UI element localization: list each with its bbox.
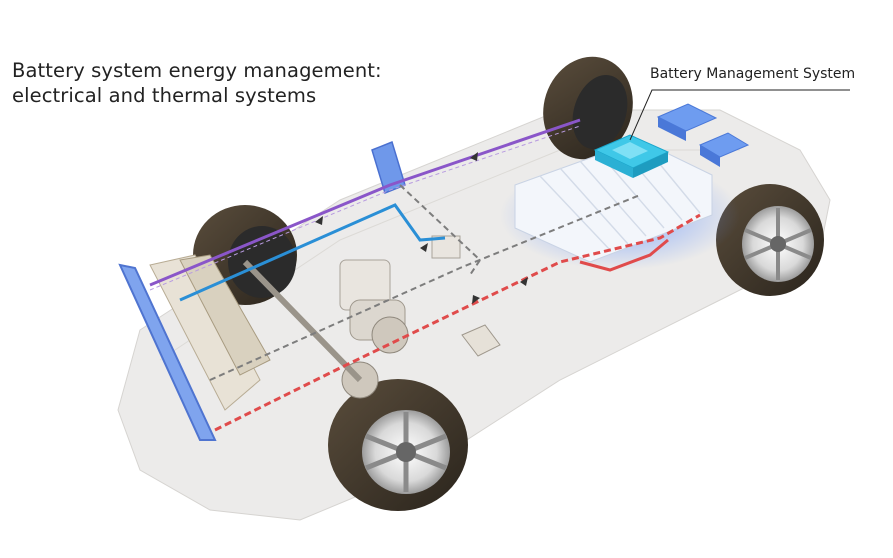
signal-line-upper	[209, 194, 641, 381]
title-line-2: electrical and thermal systems	[12, 84, 317, 107]
callout-leader-line	[629, 89, 850, 141]
inverter-unit	[431, 235, 461, 259]
bms-module	[593, 134, 670, 178]
coolant-line	[179, 203, 446, 302]
rear-right-wheel	[716, 184, 824, 296]
auxiliary-modules	[656, 103, 750, 167]
diagram-title: Battery system energy management: electr…	[12, 58, 382, 108]
flow-arrows	[315, 152, 528, 304]
title-line-1: Battery system energy management:	[12, 59, 382, 82]
bms-callout-label: Battery Management System	[650, 66, 856, 82]
electric-power-line	[149, 118, 581, 287]
front-right-wheel	[328, 379, 468, 511]
heating-line	[214, 213, 701, 432]
rear-left-wheel	[543, 56, 633, 160]
electric-motor	[242, 259, 409, 399]
radiator	[118, 254, 271, 441]
charging-unit	[461, 324, 501, 357]
battery-pack	[500, 139, 740, 270]
signal-line-lower	[399, 184, 482, 276]
